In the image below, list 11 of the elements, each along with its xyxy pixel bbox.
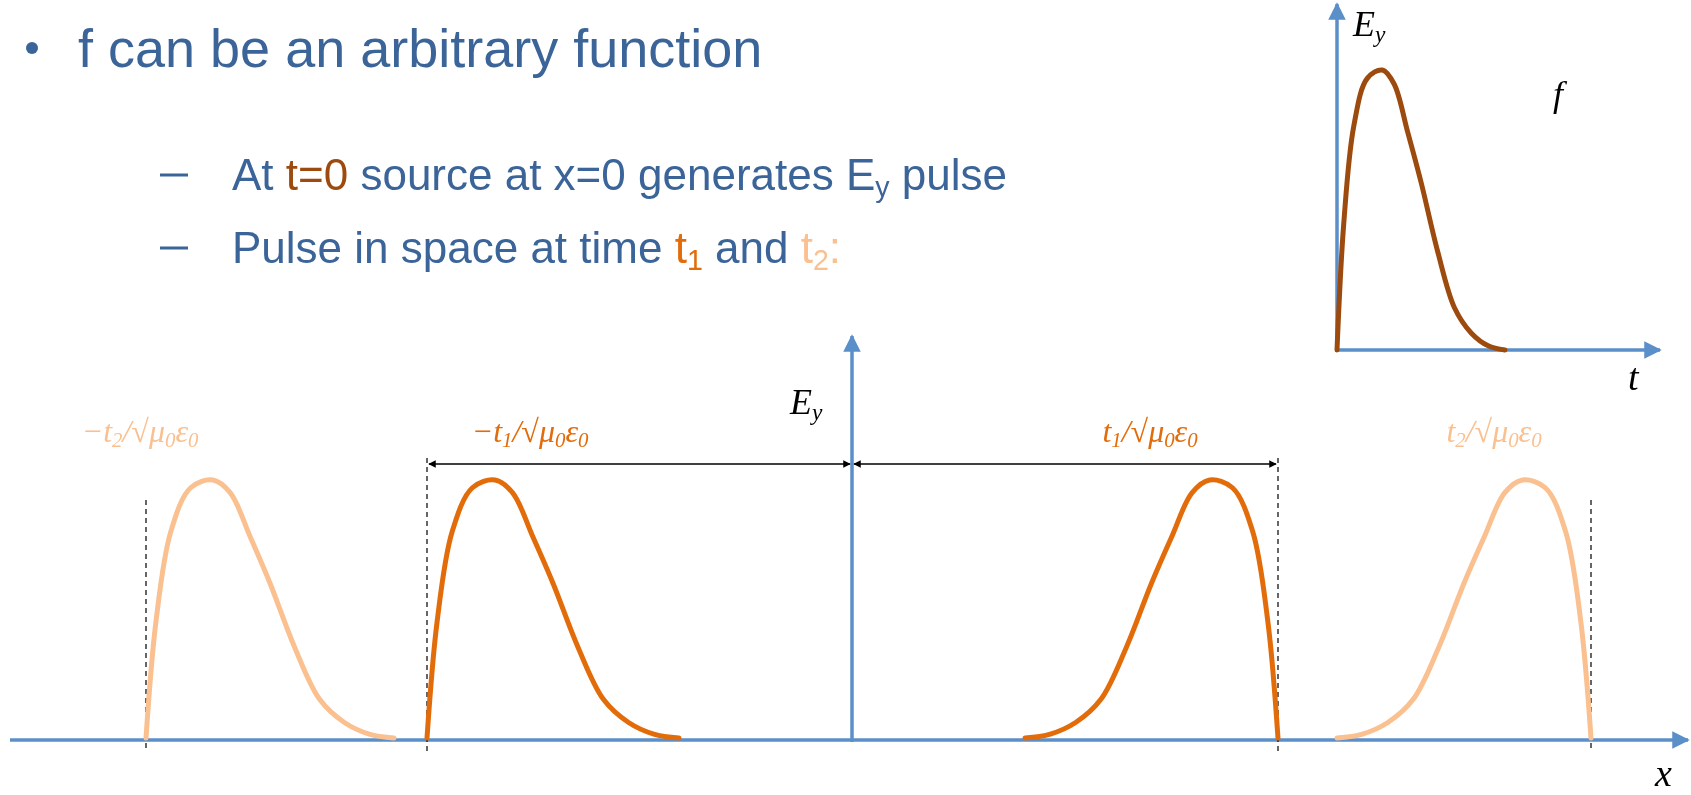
distance-label: t$_{2}$/√μ$_{0}$ε$_{0}$ xyxy=(1446,413,1542,453)
axis-label: E$_{y}$ xyxy=(1353,4,1386,48)
axis-label: E$_{y}$ xyxy=(790,382,823,426)
distance-label: −t$_{2}$/√μ$_{0}$ε$_{0}$ xyxy=(81,413,199,453)
sub-bullet-text: Pulse in space at time t$_{1}$ and t$_{2}$: xyxy=(232,223,842,277)
distance-label: −t$_{1}$/√μ$_{0}$ε$_{0}$ xyxy=(471,413,589,453)
axis-label: x xyxy=(1655,752,1672,795)
axis-label: t xyxy=(1628,356,1639,400)
distance-label: t$_{1}$/√μ$_{0}$ε$_{0}$ xyxy=(1102,413,1198,453)
bullet-text: f can be an arbitrary function xyxy=(78,17,763,80)
sub-bullet-text: At t=0 source at x=0 generates E$_{y}$ pulse xyxy=(232,150,1007,204)
